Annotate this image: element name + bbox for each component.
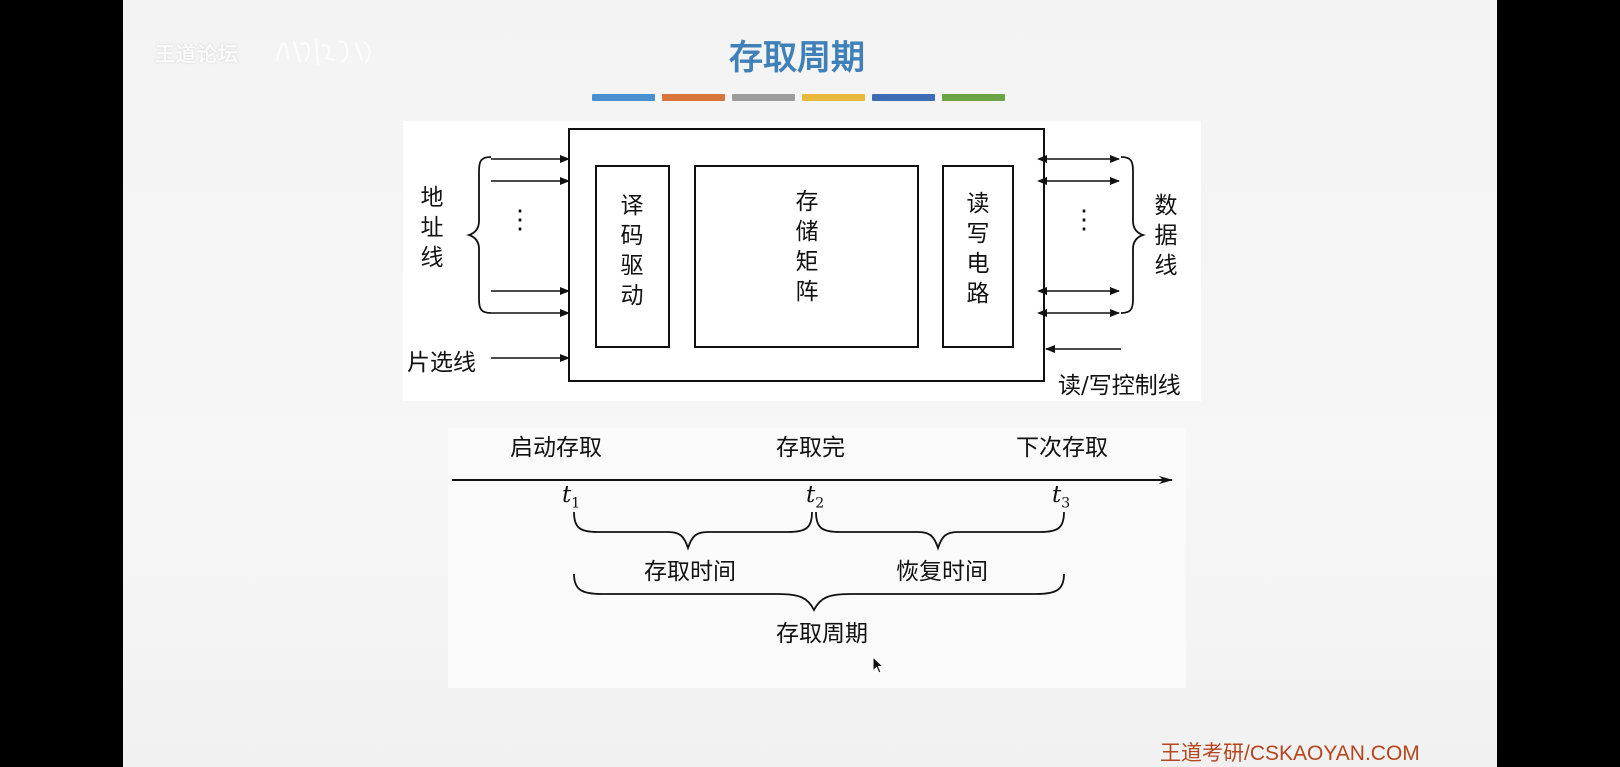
decoder-box (595, 165, 670, 348)
chip-select-label: 片选线 (407, 350, 476, 376)
data-lines-label: 数 据 线 (1154, 193, 1178, 279)
access-cycle-timeline: 启动存取 存取完 下次存取 t1 t2 t3 存取时间 恢复时间 存取周期 (448, 428, 1186, 688)
access-complete-label: 存取完 (776, 435, 845, 461)
footer-brand: 王道考研/CSKAOYAN.COM (1160, 742, 1420, 765)
watermark-signature (275, 38, 371, 66)
accent-stripe-1 (592, 94, 655, 101)
rw-circuit-label: 读 写 电 路 (966, 191, 990, 307)
address-ellipsis: ⋮ (507, 205, 533, 235)
accent-stripe-6 (942, 94, 1005, 101)
accent-color-bar (592, 94, 1005, 102)
slide-title: 存取周期 (729, 38, 865, 78)
access-cycle-brace (573, 573, 1065, 613)
accent-stripe-2 (662, 94, 725, 101)
accent-stripe-4 (802, 94, 865, 101)
timeline-svg (452, 476, 1173, 613)
recovery-time-label: 恢复时间 (896, 559, 988, 585)
address-lines-label: 地 址 线 (420, 185, 444, 271)
data-ellipsis: ⋮ (1071, 205, 1097, 235)
mouse-pointer-icon (872, 656, 885, 674)
t3-marker: t3 (1052, 482, 1071, 512)
data-brace (1120, 156, 1146, 314)
storage-matrix-label: 存 储 矩 阵 (795, 189, 819, 305)
t1-marker: t1 (562, 482, 581, 512)
next-access-label: 下次存取 (1016, 435, 1108, 461)
decoder-label: 译 码 驱 动 (620, 193, 644, 309)
watermark-text: 王道论坛 (155, 42, 239, 66)
rw-control-label: 读/写控制线 (1058, 373, 1181, 399)
start-access-label: 启动存取 (510, 435, 602, 461)
memory-chip-diagram: 地 址 线 ⋮ 片选线 译 码 驱 动 存 储 矩 阵 读 写 电 路 ⋮ 数 … (403, 121, 1201, 401)
memory-chip-svg (466, 128, 1146, 382)
rw-circuit-box (942, 165, 1014, 348)
access-time-label: 存取时间 (644, 559, 736, 585)
access-time-brace (573, 511, 813, 551)
accent-stripe-5 (872, 94, 935, 101)
address-brace (466, 156, 492, 314)
access-cycle-label: 存取周期 (776, 621, 868, 647)
recovery-time-brace (815, 511, 1065, 551)
chip-outline (568, 128, 1045, 382)
accent-stripe-3 (732, 94, 795, 101)
matrix-box (694, 165, 919, 348)
t2-marker: t2 (806, 482, 825, 512)
